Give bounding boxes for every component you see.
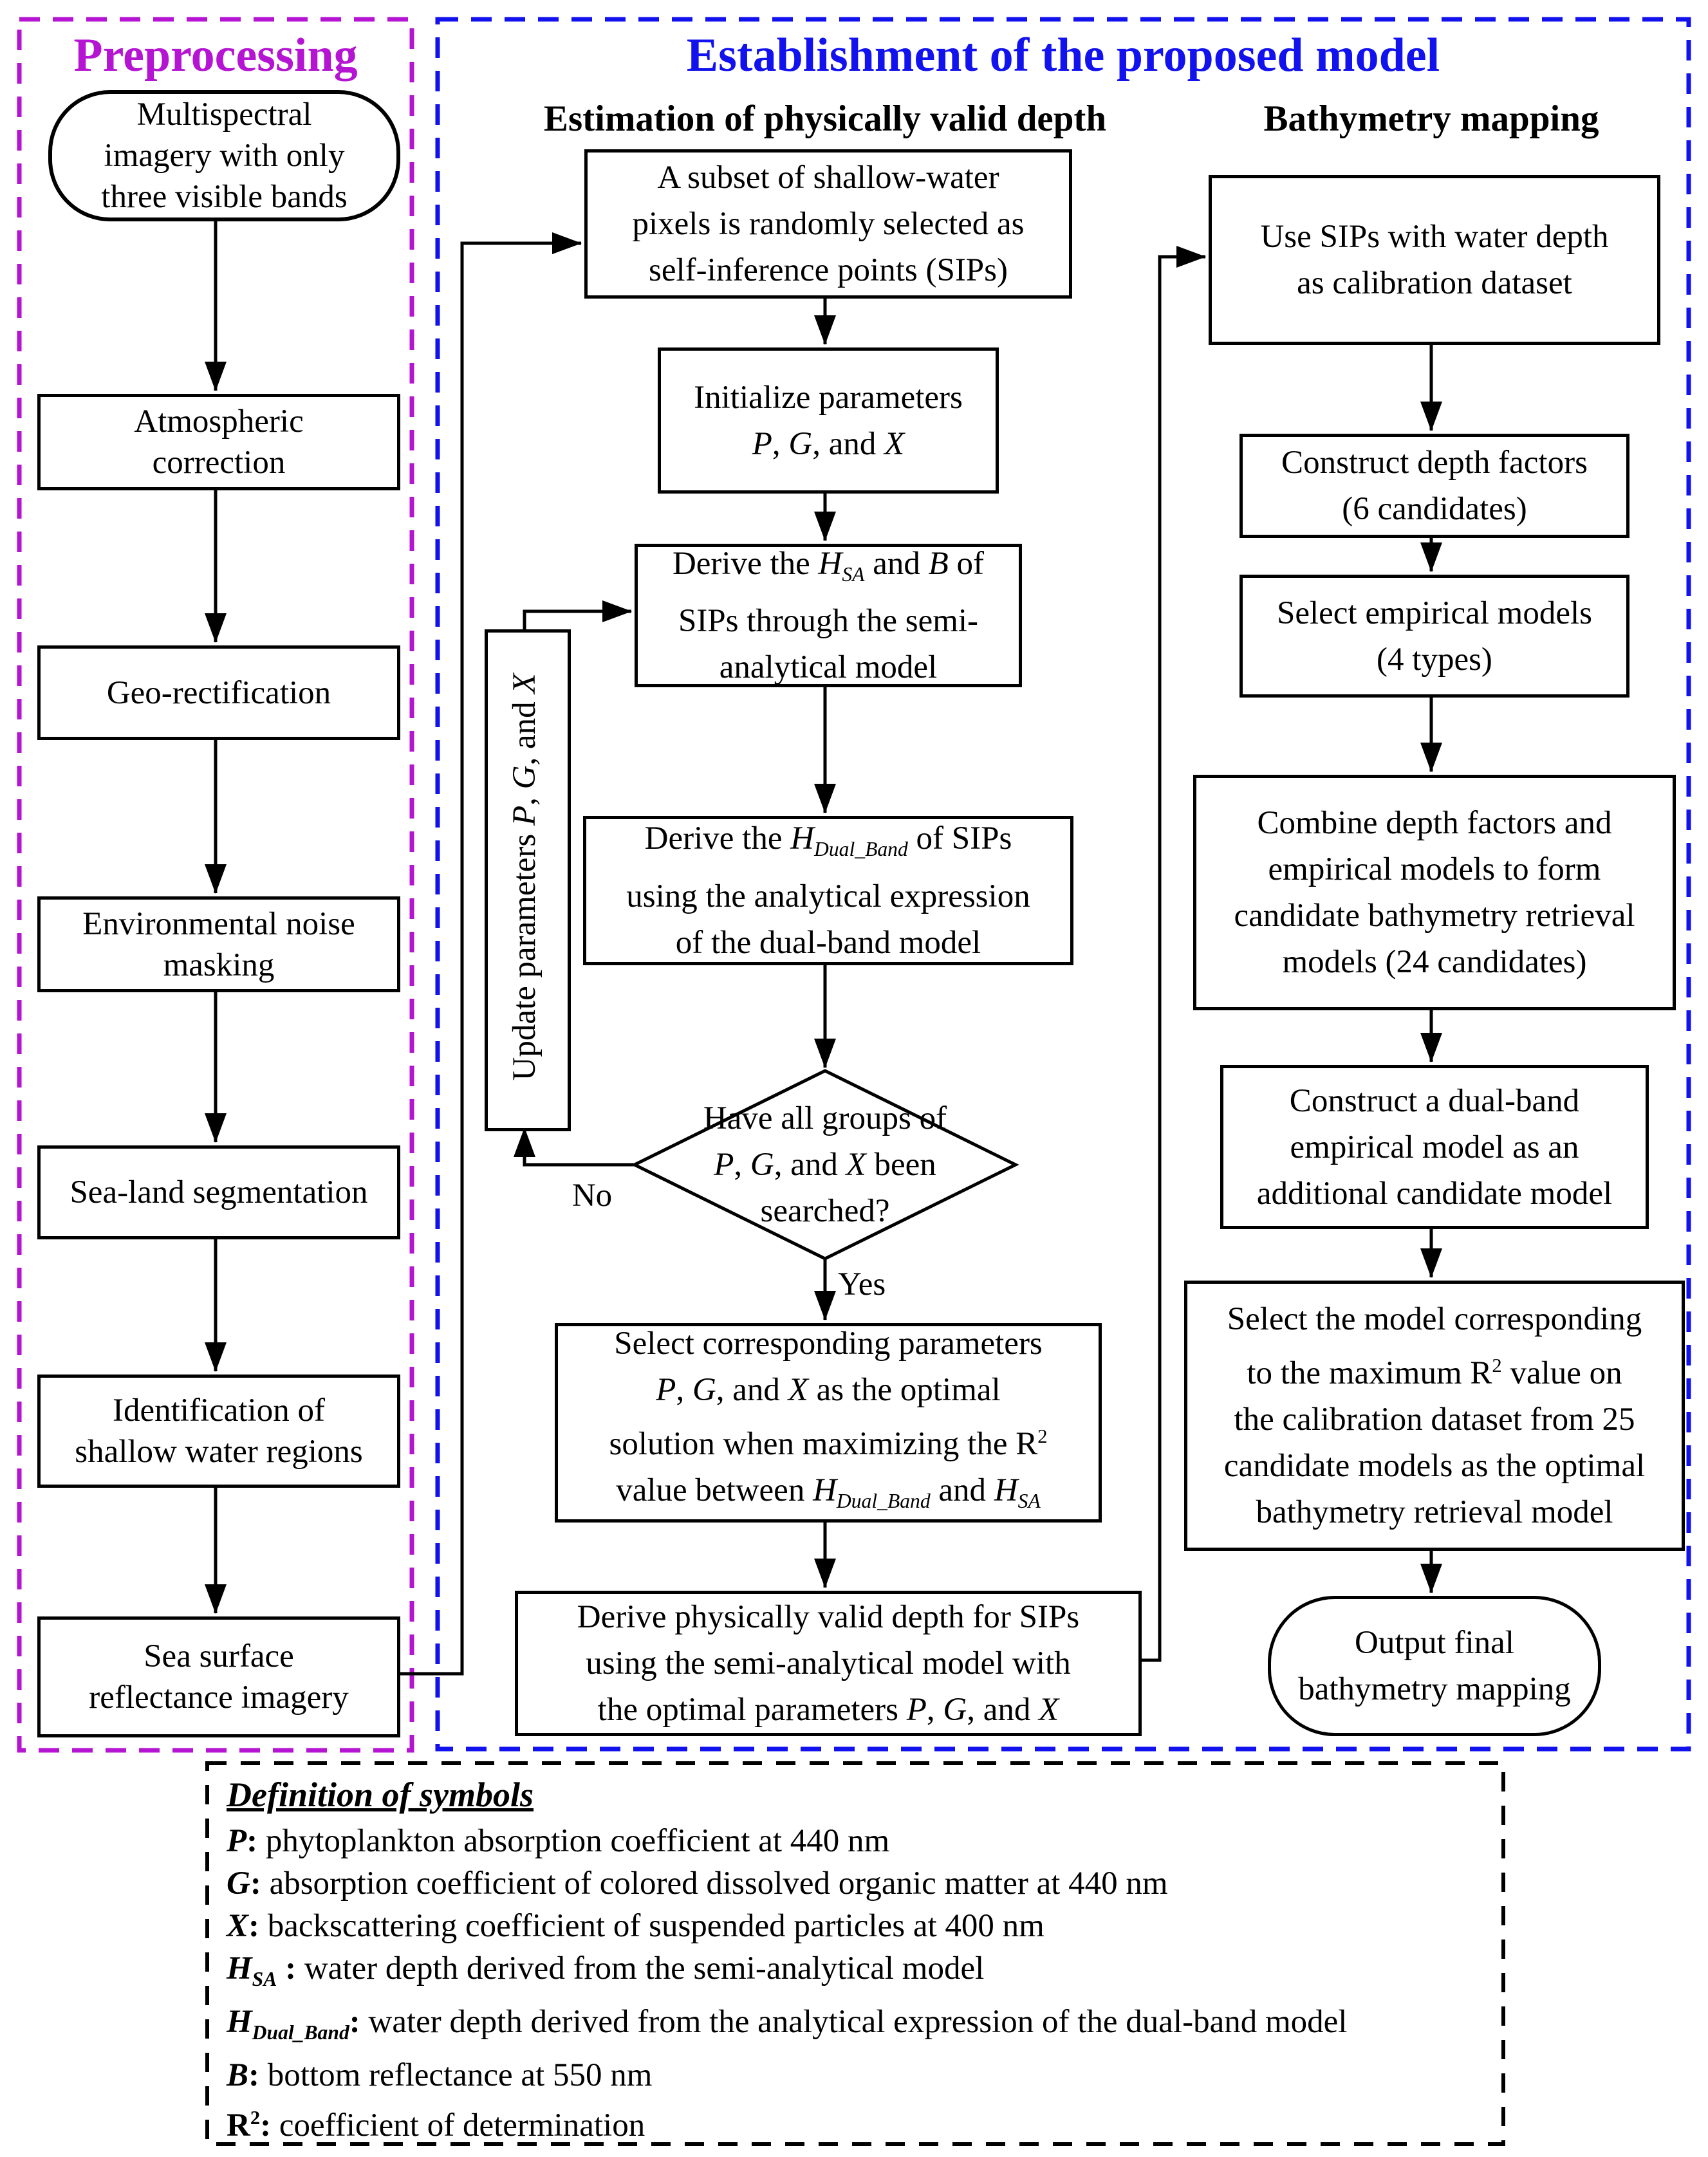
node-atmospheric-correction: Atmospheric correction [37, 394, 400, 490]
node-select-empirical-models: Select empirical models (4 types) [1239, 575, 1629, 698]
node-environmental-noise-masking: Environmental noise masking [37, 896, 400, 992]
node-sea-surface-reflectance: Sea surface reflectance imagery [37, 1616, 400, 1737]
subtitle-bathymetry: Bathymetry mapping [1263, 98, 1599, 139]
definition-item-x: X: backscattering coefficient of suspend… [227, 1908, 1044, 1944]
node-geo-rectification: Geo-rectification [37, 645, 400, 740]
node-sea-land-segmentation: Sea-land segmentation [37, 1145, 400, 1239]
definition-item-g: G: absorption coefficient of colored dis… [227, 1865, 1168, 1902]
frame-model [435, 17, 1691, 1752]
decision-diamond-shape [631, 1069, 1019, 1261]
label-yes: Yes [838, 1266, 886, 1302]
subtitle-estimation: Estimation of physically valid depth [543, 98, 1107, 139]
title-model: Establishment of the proposed model [686, 29, 1440, 82]
frame-definitions [205, 1761, 1505, 2146]
arrow-seasurface-to-sip [394, 232, 582, 1676]
node-construct-depth-factors: Construct depth factors (6 candidates) [1239, 434, 1629, 538]
definitions-box: Definition of symbols P: phytoplankton a… [207, 1763, 1503, 2144]
node-use-sips-calibration: Use SIPs with water depth as calibration… [1209, 175, 1660, 345]
definitions-title: Definition of symbols [227, 1775, 534, 1814]
node-sip-selection: A subset of shallow-water pixels is rand… [584, 149, 1072, 299]
node-identification-shallow-water: Identification of shallow water regions [37, 1375, 400, 1488]
node-output-bathymetry: Output final bathymetry mapping [1268, 1596, 1601, 1736]
arrow-decision-no-to-update [514, 1127, 635, 1167]
arrow-update-to-hsa [523, 600, 632, 629]
title-preprocessing: Preprocessing [73, 29, 358, 82]
definition-item-r2: R2: coefficient of determination [227, 2107, 645, 2144]
node-dual-band-empirical: Construct a dual-band empirical model as… [1220, 1065, 1649, 1229]
node-combine-models: Combine depth factors and empirical mode… [1193, 775, 1676, 1010]
definition-item-b: B: bottom reflectance at 550 nm [227, 2057, 653, 2094]
frame-preprocessing [17, 17, 414, 1753]
node-multispectral-imagery: Multispectral imagery with only three vi… [48, 90, 400, 221]
arrow-depth-to-calibration [1135, 246, 1206, 1662]
node-update-parameters-label: Update parameters P, G, and X [506, 673, 543, 1081]
label-no: No [571, 1178, 613, 1214]
definition-item-hsa: HSA : water depth derived from the semi-… [227, 1950, 985, 1991]
definition-item-p: P: phytoplankton absorption coefficient … [227, 1823, 890, 1859]
definition-item-hdualband: HDual_Band: water depth derived from the… [227, 2004, 1348, 2044]
node-update-parameters [485, 629, 571, 1131]
